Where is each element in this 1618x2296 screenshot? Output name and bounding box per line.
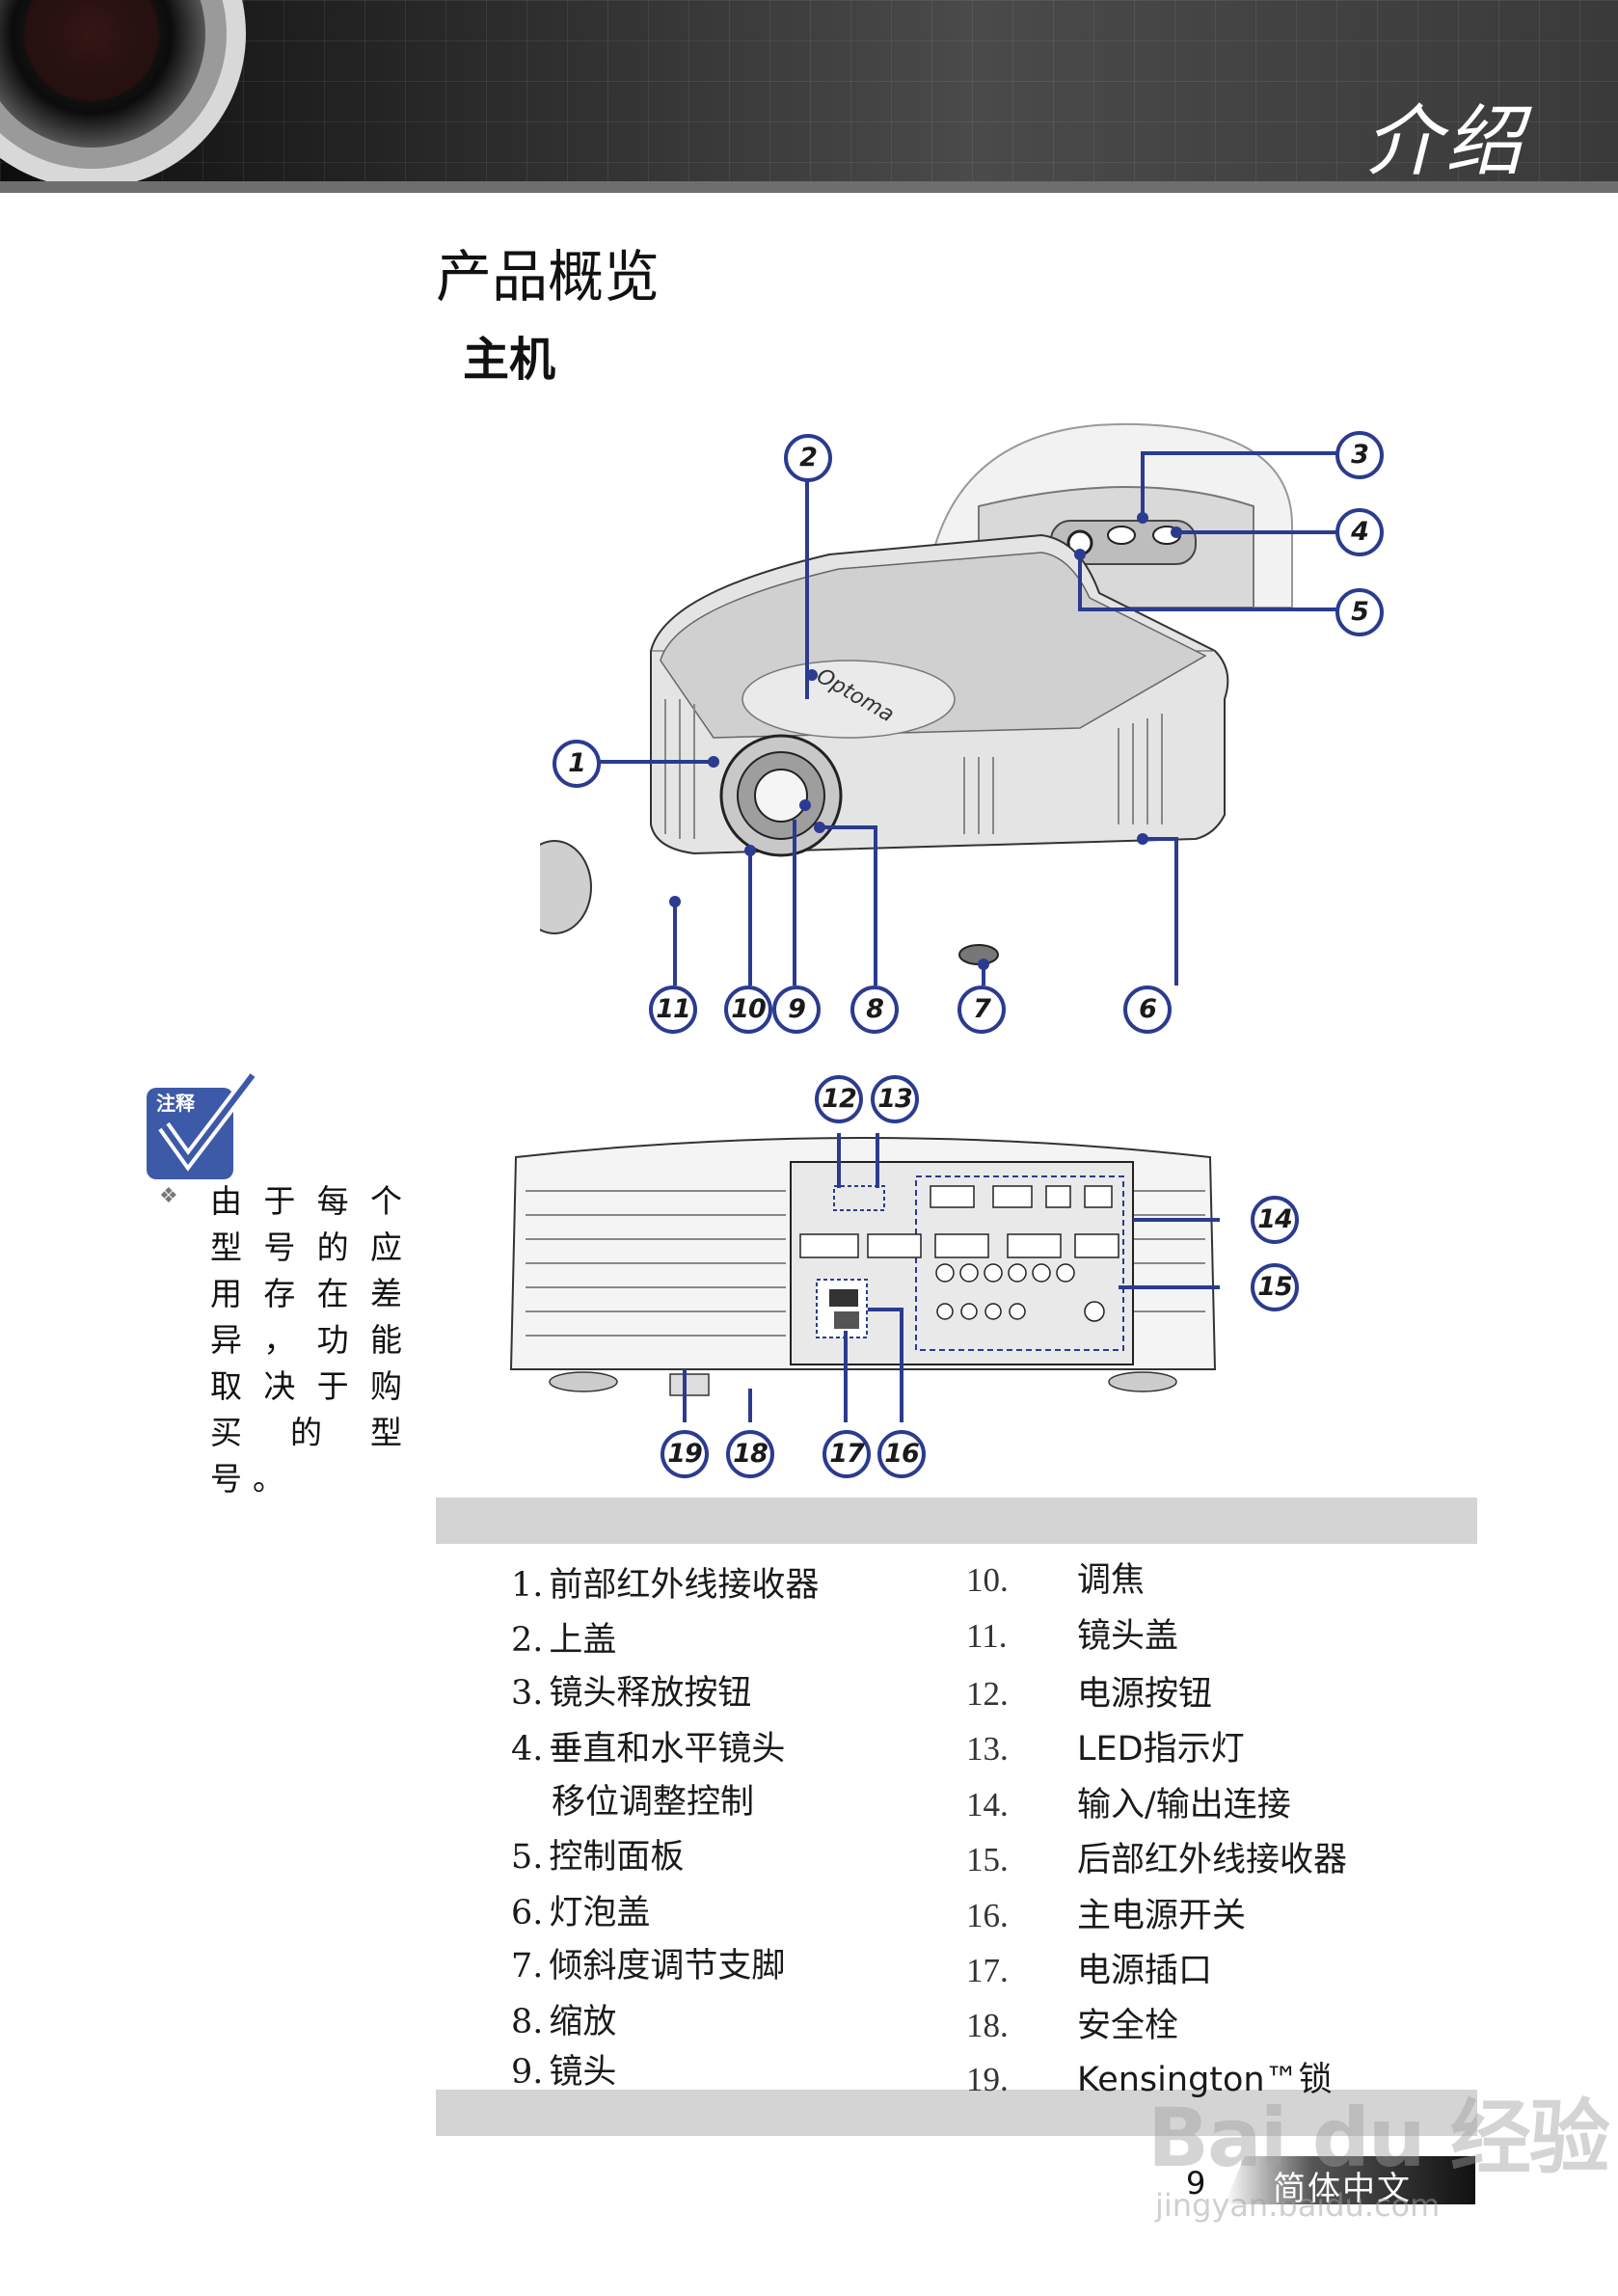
- part-number: 5.: [511, 1838, 544, 1877]
- part-label: 镜头盖: [1077, 1617, 1179, 1656]
- callout-3: 3: [1335, 431, 1384, 479]
- page-title: 产品概览: [436, 244, 661, 310]
- part-label: 上盖: [549, 1621, 617, 1660]
- callout-6: 6: [1123, 986, 1172, 1034]
- callout-14: 14: [1251, 1196, 1299, 1244]
- part-label: 前部红外线接收器: [549, 1566, 820, 1605]
- part-number: 11.: [966, 1617, 1008, 1655]
- part-label: 倾斜度调节支脚: [549, 1947, 786, 1985]
- header-band: [0, 181, 1618, 193]
- callout-18: 18: [726, 1430, 774, 1478]
- note-checkmark-icon: [147, 1073, 256, 1179]
- note-text: 由于每个型号的应用存在差异，功能取决于购买的型号。: [210, 1182, 413, 1498]
- watermark-logo: Bai du 经验: [1147, 2091, 1610, 2185]
- part-label: 缩放: [549, 2003, 617, 2041]
- callout-11: 11: [649, 986, 697, 1034]
- part-item-left: 7.倾斜度调节支脚: [511, 1938, 785, 1987]
- part-number: 8.: [511, 2003, 544, 2041]
- part-item-right: 10. 调焦: [966, 1553, 1145, 1602]
- part-number: 16.: [966, 1897, 1009, 1934]
- part-number: 15.: [966, 1841, 1009, 1878]
- part-label: 输入/输出连接: [1077, 1786, 1291, 1824]
- part-item-left: 4.垂直和水平镜头: [511, 1721, 785, 1770]
- table-bottom-bar: [436, 2090, 1477, 2136]
- part-number: 9.: [511, 2053, 544, 2092]
- page-number: 9: [1186, 2165, 1206, 2201]
- language-label: 简体中文: [1273, 2170, 1412, 2208]
- callout-17: 17: [822, 1430, 871, 1478]
- part-number: 2.: [511, 1621, 544, 1660]
- part-item-left: 2.上盖: [511, 1612, 616, 1661]
- part-label: 后部红外线接收器: [1077, 1841, 1348, 1879]
- note-bullet-icon: ❖: [159, 1184, 178, 1208]
- part-item-left: 1.前部红外线接收器: [511, 1557, 819, 1607]
- part-number: 1.: [511, 1566, 544, 1605]
- callout-16: 16: [877, 1430, 926, 1478]
- part-label: 镜头: [549, 2053, 617, 2092]
- part-label: 镜头释放按钮: [549, 1674, 752, 1713]
- callout-12: 12: [815, 1075, 863, 1123]
- part-item-right: 13. LED指示灯: [966, 1721, 1245, 1770]
- callout-5: 5: [1335, 588, 1384, 636]
- part-number: 12.: [966, 1675, 1009, 1713]
- part-number: 18.: [966, 2007, 1009, 2044]
- part-label: 灯泡盖: [549, 1894, 651, 1932]
- part-item-right: 18. 安全栓: [966, 1998, 1178, 2047]
- part-item-right: 19. Kensington™锁: [966, 2052, 1333, 2101]
- part-item-right: 12. 电源按钮: [966, 1666, 1212, 1715]
- projector-front-illustration: Optoma: [540, 422, 1350, 986]
- callout-9: 9: [772, 986, 821, 1034]
- part-item-left: 移位调整控制: [511, 1774, 754, 1823]
- part-item-right: 15. 后部红外线接收器: [966, 1832, 1347, 1881]
- part-item-left: 6.灯泡盖: [511, 1885, 650, 1934]
- part-number: 7.: [511, 1947, 544, 1985]
- part-label: 垂直和水平镜头: [549, 1730, 786, 1769]
- part-label: LED指示灯: [1077, 1730, 1245, 1769]
- header-grid-pattern: [0, 0, 1618, 193]
- part-label: 控制面板: [549, 1838, 685, 1877]
- callout-19: 19: [661, 1430, 709, 1478]
- callout-4: 4: [1335, 508, 1384, 556]
- part-item-right: 16. 主电源开关: [966, 1888, 1246, 1937]
- part-number: 13.: [966, 1730, 1009, 1768]
- part-label: 安全栓: [1077, 2007, 1179, 2045]
- part-item-right: 11. 镜头盖: [966, 1608, 1178, 1658]
- part-item-left: 9.镜头: [511, 2044, 616, 2093]
- part-number: 6.: [511, 1894, 544, 1932]
- part-number: 3.: [511, 1674, 544, 1713]
- page-subtitle: 主机: [463, 333, 556, 387]
- part-label: 主电源开关: [1077, 1897, 1247, 1935]
- callout-13: 13: [871, 1075, 919, 1123]
- part-label: Kensington™锁: [1077, 2061, 1333, 2099]
- part-number: 19.: [966, 2061, 1009, 2098]
- note-tag: 注释: [156, 1092, 195, 1115]
- part-label: 移位调整控制: [552, 1783, 755, 1822]
- part-number: 17.: [966, 1952, 1009, 1989]
- lens-decoration-icon: [0, 0, 246, 188]
- part-item-right: 17. 电源插口: [966, 1943, 1212, 1992]
- part-item-right: 14. 输入/输出连接: [966, 1777, 1291, 1826]
- part-label: 电源插口: [1077, 1952, 1213, 1990]
- part-label: 调焦: [1077, 1561, 1146, 1600]
- callout-1: 1: [553, 740, 601, 788]
- part-item-left: 8.缩放: [511, 1994, 616, 2043]
- part-number: 10.: [966, 1561, 1009, 1599]
- section-title: 介绍: [1364, 96, 1526, 186]
- table-top-bar: [436, 1498, 1477, 1544]
- part-label: 电源按钮: [1077, 1675, 1213, 1714]
- projector-rear-illustration: [509, 1133, 1220, 1422]
- page-header: 介绍: [0, 0, 1618, 193]
- part-number: 4.: [511, 1730, 544, 1769]
- part-item-left: 3.镜头释放按钮: [511, 1665, 751, 1715]
- watermark-url: jingyan.baidu.com: [1155, 2187, 1441, 2224]
- callout-15: 15: [1251, 1263, 1299, 1311]
- callout-10: 10: [724, 986, 772, 1034]
- part-item-left: 5.控制面板: [511, 1829, 684, 1878]
- part-number: 14.: [966, 1786, 1009, 1823]
- language-tab: 简体中文: [1225, 2156, 1475, 2204]
- callout-7: 7: [957, 986, 1006, 1034]
- callout-8: 8: [850, 986, 899, 1034]
- callout-2: 2: [784, 434, 832, 482]
